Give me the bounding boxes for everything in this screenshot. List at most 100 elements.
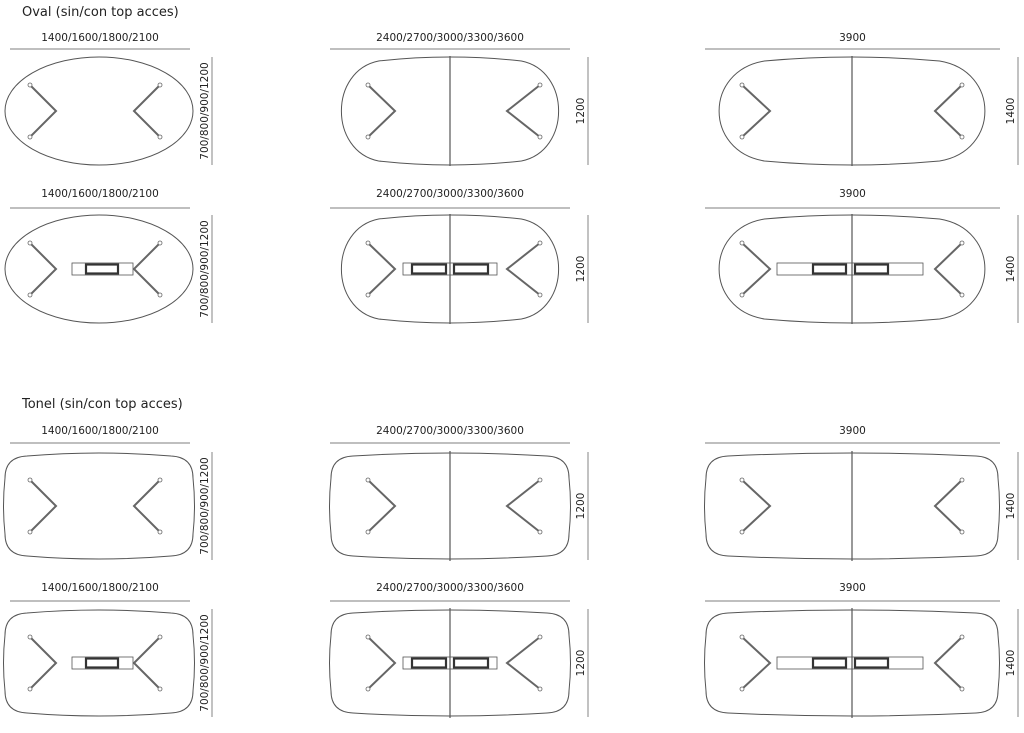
leg-foot — [157, 634, 163, 640]
leg-foot — [959, 240, 965, 246]
table-top-outline — [4, 214, 194, 324]
leg-frame — [933, 84, 963, 138]
leg-frame — [132, 479, 161, 533]
width-label: 1400/1600/1800/2100 — [41, 425, 159, 437]
leg-foot — [27, 82, 33, 88]
width-label: 3900 — [839, 188, 866, 200]
leg-foot — [537, 686, 543, 692]
leg-foot — [157, 686, 163, 692]
leg-foot — [27, 529, 33, 535]
leg-foot — [365, 477, 371, 483]
leg-foot — [959, 477, 965, 483]
table-top-outline — [4, 56, 194, 166]
leg-frame — [367, 242, 397, 296]
leg-frame — [367, 84, 397, 138]
width-label: 2400/2700/3000/3300/3600 — [376, 32, 524, 44]
section-title: Oval (sin/con top acces) — [22, 5, 179, 20]
leg-foot — [365, 529, 371, 535]
leg-foot — [537, 529, 543, 535]
table-top-outline — [704, 609, 1000, 717]
top-access-cover — [811, 657, 848, 669]
leg-frame — [367, 479, 397, 533]
leg-foot — [537, 477, 543, 483]
table-top-outline — [329, 452, 571, 560]
table-diagram: 2400/2700/3000/3300/3600 1200 — [330, 188, 589, 324]
section-title: Tonel (sin/con top acces) — [21, 397, 183, 412]
leg-foot — [537, 82, 543, 88]
top-access-cover — [84, 657, 120, 669]
leg-foot — [739, 292, 745, 298]
leg-frame — [29, 242, 58, 296]
leg-foot — [739, 634, 745, 640]
depth-label: 1200 — [575, 650, 587, 677]
leg-frame — [132, 636, 161, 690]
leg-foot — [739, 477, 745, 483]
leg-frame — [741, 636, 772, 690]
depth-label: 1200 — [575, 98, 587, 125]
table-diagram: 1400/1600/1800/2100 700/800/900/1200 — [3, 582, 213, 717]
depth-label: 700/800/900/1200 — [199, 62, 211, 159]
leg-foot — [365, 292, 371, 298]
width-label: 3900 — [839, 582, 866, 594]
leg-foot — [365, 634, 371, 640]
leg-frame — [933, 636, 963, 690]
top-access-cover — [452, 657, 490, 669]
width-label: 1400/1600/1800/2100 — [41, 188, 159, 200]
leg-frame — [29, 84, 58, 138]
leg-foot — [739, 82, 745, 88]
depth-label: 700/800/900/1200 — [199, 457, 211, 554]
leg-foot — [537, 292, 543, 298]
leg-frame — [505, 479, 541, 533]
leg-foot — [157, 477, 163, 483]
table-top-outline — [704, 452, 1000, 560]
width-label: 3900 — [839, 425, 866, 437]
top-access-cover — [853, 263, 890, 275]
leg-foot — [365, 240, 371, 246]
depth-label: 1400 — [1005, 650, 1017, 677]
leg-foot — [27, 292, 33, 298]
leg-foot — [537, 634, 543, 640]
width-label: 1400/1600/1800/2100 — [41, 32, 159, 44]
table-top-outline — [718, 56, 986, 166]
table-diagram: 1400/1600/1800/2100 700/800/900/1200 — [4, 188, 213, 324]
leg-foot — [157, 134, 163, 140]
leg-foot — [27, 477, 33, 483]
leg-foot — [365, 82, 371, 88]
leg-frame — [933, 479, 963, 533]
table-top-outline — [718, 214, 986, 324]
leg-foot — [27, 686, 33, 692]
depth-label: 700/800/900/1200 — [199, 614, 211, 711]
leg-foot — [157, 240, 163, 246]
depth-label: 700/800/900/1200 — [199, 220, 211, 317]
top-access-tray — [776, 262, 924, 276]
leg-foot — [739, 240, 745, 246]
top-access-cover — [452, 263, 490, 275]
width-label: 3900 — [839, 32, 866, 44]
leg-foot — [365, 134, 371, 140]
top-access-cover — [410, 263, 448, 275]
leg-foot — [27, 240, 33, 246]
leg-foot — [365, 686, 371, 692]
leg-foot — [739, 686, 745, 692]
leg-frame — [132, 84, 161, 138]
leg-frame — [132, 242, 161, 296]
table-diagram: 1400/1600/1800/2100 700/800/900/1200 — [4, 32, 213, 166]
width-label: 2400/2700/3000/3300/3600 — [376, 188, 524, 200]
depth-label: 1400 — [1005, 98, 1017, 125]
table-diagram: 3900 1400 — [704, 582, 1019, 718]
leg-frame — [741, 84, 772, 138]
depth-label: 1200 — [575, 256, 587, 283]
leg-frame — [29, 636, 58, 690]
width-label: 1400/1600/1800/2100 — [41, 582, 159, 594]
leg-foot — [959, 134, 965, 140]
leg-foot — [157, 529, 163, 535]
width-label: 2400/2700/3000/3300/3600 — [376, 425, 524, 437]
section-tonel: Tonel (sin/con top acces) 1400/1600/1800/… — [3, 397, 1019, 718]
table-diagram: 2400/2700/3000/3300/3600 1200 — [330, 32, 589, 166]
top-access-tray — [776, 656, 924, 670]
leg-foot — [959, 292, 965, 298]
leg-foot — [959, 686, 965, 692]
